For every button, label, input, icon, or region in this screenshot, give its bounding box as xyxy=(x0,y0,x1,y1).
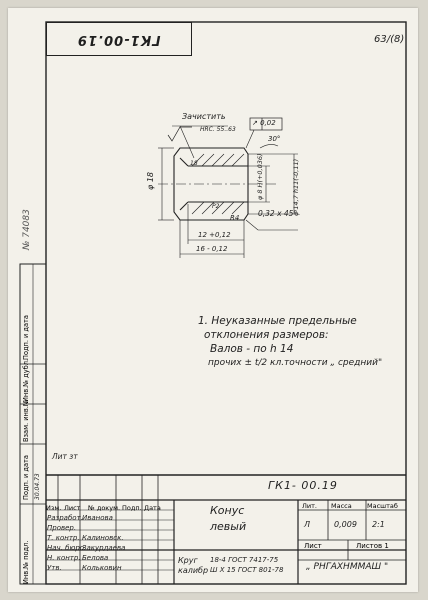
sidebar-label-1: Инв.№ подл. xyxy=(22,540,30,584)
lit-mark: Лит зт xyxy=(52,452,78,461)
tb-name-1: Конус xyxy=(210,504,245,517)
tb-scale-header: Масштаб xyxy=(367,502,398,510)
tb-col-list: Лист xyxy=(64,504,81,512)
note-line-2: отклонения размеров: xyxy=(204,329,329,341)
tb-person-1: Иванова xyxy=(82,514,113,522)
tb-name-2: левый xyxy=(210,520,247,533)
tb-role-6: Утв. xyxy=(47,564,62,572)
tb-material-spec-1: 18-4 ГОСТ 7417-75 xyxy=(210,556,279,564)
tb-col-date: Дата xyxy=(144,504,161,512)
sidebar-dates: 30.04.73 xyxy=(34,473,41,500)
tb-scale-value: 2:1 xyxy=(372,520,385,529)
tb-mass-value: 0,009 xyxy=(334,520,357,529)
part-drawing xyxy=(158,117,298,258)
tb-person-4: Закурдаева xyxy=(82,544,126,552)
dim-length-12: 12 +0,12 xyxy=(198,231,231,239)
dim-dia-18: φ 18 xyxy=(146,172,155,190)
tb-material-1: Круг xyxy=(178,556,198,565)
tb-role-3: Т. контр. xyxy=(47,534,80,542)
note-line-3: Валов - по h 14 xyxy=(210,343,294,355)
dim-chamfer: 0,32 x 45° xyxy=(258,209,298,218)
tb-role-5: Н. контр. xyxy=(47,554,81,562)
tb-mass-header: Масса xyxy=(331,502,352,510)
sidebar-label-2: Подп. и дата xyxy=(22,455,30,500)
tb-person-6: Кольковин xyxy=(82,564,122,572)
tb-lit-header: Лит. xyxy=(302,502,317,510)
runout-tolerance: ↗ 0,02 xyxy=(252,119,276,127)
tb-role-4: Нач. бюро xyxy=(47,544,85,552)
tb-role-2: Провер. xyxy=(47,524,77,532)
tb-sheets-label: Листов 1 xyxy=(356,542,389,550)
tb-col-izm: Изм. xyxy=(46,504,62,512)
sidebar-label-4: Инв.№ дубл. xyxy=(22,358,30,402)
tb-designation: ГК1- 00.19 xyxy=(268,479,338,492)
tb-material-2: калибр xyxy=(178,566,209,575)
tb-sheet-label: Лист xyxy=(304,542,322,550)
finish-note: Зачистить xyxy=(182,112,226,121)
dim-chamfer-small: Р2 xyxy=(212,203,220,210)
tb-lit-value: Л xyxy=(304,520,311,529)
tb-person-5: Белова xyxy=(82,554,109,562)
tb-person-3: Калиновск. xyxy=(82,534,124,542)
tb-col-doc: № докум. xyxy=(88,504,121,512)
sidebar-hand-number: № 74083 xyxy=(22,209,32,250)
dim-radius: R4 xyxy=(230,214,240,222)
paper-sheet xyxy=(8,8,418,592)
sheet-number: 63/(8) xyxy=(374,34,405,45)
tb-organization: „ РНГАХНММАШ " xyxy=(306,562,389,572)
dim-dia-inner: φ 8 Н(+0,036) xyxy=(256,153,264,200)
top-designation-stamp: ГК1-00.19 xyxy=(46,22,192,56)
tb-material-spec-2: Ш Х 15 ГОСТ 801-78 xyxy=(210,566,284,574)
note-line-4: прочих ± t/2 кл.точности „ средний" xyxy=(208,358,383,368)
tb-col-sign: Подп. xyxy=(122,504,142,512)
top-designation: ГК1-00.19 xyxy=(77,31,161,47)
angle-18: 18 xyxy=(190,160,198,167)
hardness-note: HRC. 55..63 xyxy=(200,126,236,133)
technical-notes: 1. Неуказанные предельные отклонения раз… xyxy=(198,314,382,370)
dim-dia-outer: φ 14,7 h11(-0,11) xyxy=(292,158,300,216)
title-block-grid xyxy=(46,474,406,584)
angle-30: 30° xyxy=(268,135,281,143)
tb-role-1: Разработ. xyxy=(47,514,83,522)
sidebar-label-5: Подп. и дата xyxy=(22,315,30,360)
dim-length-16: 16 - 0,12 xyxy=(196,245,228,253)
note-line-1: 1. Неуказанные предельные xyxy=(198,315,357,327)
sidebar-label-3: Взам. инв.№ xyxy=(22,399,30,442)
